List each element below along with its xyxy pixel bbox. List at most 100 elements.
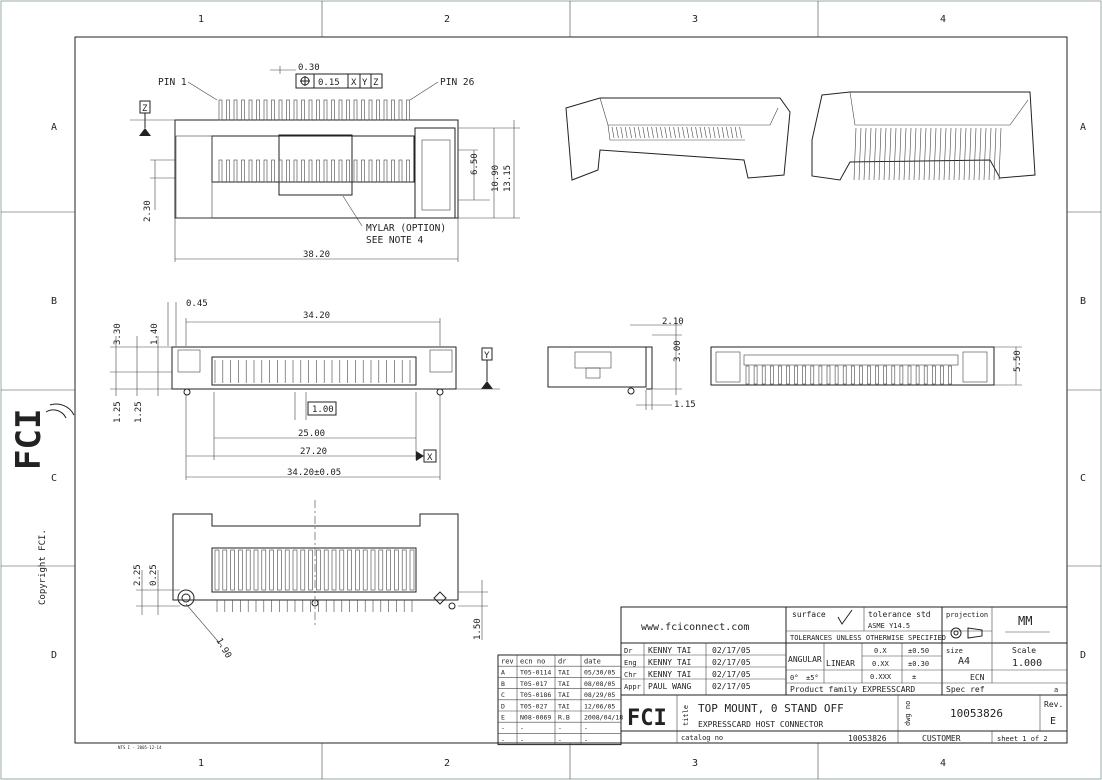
pin xyxy=(398,99,403,121)
units-label: MM xyxy=(1018,614,1032,628)
pin xyxy=(826,365,831,385)
dim-0-25: 0.25 xyxy=(149,564,159,586)
rev-cell: T05-0186 xyxy=(520,691,551,699)
rear-view: 5.50 xyxy=(710,346,1023,386)
zone-row-label: B xyxy=(51,296,57,307)
scale-value: 1.000 xyxy=(1012,658,1042,669)
drawing-subtitle: EXPRESSCARD HOST CONNECTOR xyxy=(698,720,823,729)
pin xyxy=(256,159,260,183)
rev-cell: - xyxy=(501,725,505,733)
pin xyxy=(850,365,855,385)
pin xyxy=(712,126,716,139)
pin xyxy=(863,127,867,181)
pin xyxy=(241,159,245,183)
pin xyxy=(218,99,223,121)
pin26-label: PIN 26 xyxy=(440,77,475,88)
svg-text:0°: 0° xyxy=(790,674,798,682)
rev-header: ecn no xyxy=(520,658,545,666)
pin xyxy=(248,159,253,183)
pin xyxy=(761,365,766,385)
pin xyxy=(802,365,807,385)
pin xyxy=(278,99,283,121)
dim-2-10: 2.10 xyxy=(662,317,684,327)
rev-cell: - xyxy=(584,725,588,733)
dim-1-15: 1.15 xyxy=(674,400,696,410)
pin xyxy=(699,126,703,139)
small-note: NTS I - 2005-12-14 xyxy=(118,745,162,750)
dim-2-30: 2.30 xyxy=(143,200,153,222)
pin xyxy=(933,127,937,181)
pin xyxy=(998,127,1002,181)
zone-col-label: 4 xyxy=(940,14,946,25)
product-family: Product family EXPRESSCARD xyxy=(790,685,915,694)
svg-text:±0.50: ±0.50 xyxy=(908,647,929,655)
copyright-note: Copyright FCI. xyxy=(38,529,48,605)
pin xyxy=(383,159,388,183)
mylar-note: MYLAR (OPTION) xyxy=(366,223,446,234)
pin xyxy=(233,99,238,121)
signer-date: 02/17/05 xyxy=(712,658,751,667)
dim-25-00: 25.00 xyxy=(298,429,325,439)
pin xyxy=(655,126,659,139)
signer-name: KENNY TAI xyxy=(648,670,692,679)
svg-text:±: ± xyxy=(912,673,916,681)
dim-1-90: 1.90 xyxy=(213,637,233,661)
zone-col-label: 2 xyxy=(444,758,450,769)
pin xyxy=(923,365,928,385)
rev-cell: - xyxy=(520,736,524,744)
pin xyxy=(368,159,373,183)
dim-1-50: 1.50 xyxy=(473,618,483,640)
pin xyxy=(708,126,712,139)
zone-col-label: 3 xyxy=(692,758,698,769)
pin xyxy=(214,549,220,591)
catalog-label: catalog no xyxy=(681,734,723,742)
pin xyxy=(256,99,260,121)
pin xyxy=(745,365,750,385)
pin xyxy=(271,159,275,183)
pin xyxy=(903,127,907,181)
side-view: 2.10 3.00 1.15 xyxy=(547,317,696,410)
pin xyxy=(301,159,305,183)
rev-cell: - xyxy=(584,736,588,744)
pin xyxy=(300,549,306,591)
feature-control-frame xyxy=(295,73,383,89)
dim-5-50: 5.50 xyxy=(1013,350,1023,372)
zone-col-label: 1 xyxy=(198,758,204,769)
pin xyxy=(316,159,320,183)
top-pin-row-bottom xyxy=(218,159,410,183)
pin xyxy=(391,99,395,121)
rev-cell: E xyxy=(501,714,505,722)
title-block: www.fciconnect.com surface tolerance std… xyxy=(497,606,1068,746)
pin xyxy=(938,127,942,181)
website-text: www.fciconnect.com xyxy=(641,622,749,633)
pin xyxy=(308,159,313,183)
datum-x-box xyxy=(423,449,437,463)
pin xyxy=(646,126,650,139)
pin xyxy=(383,99,388,121)
pin xyxy=(940,365,944,385)
svg-text:Z: Z xyxy=(373,78,379,88)
pin xyxy=(226,159,230,183)
pin xyxy=(245,549,251,591)
asme-label: ASME Y14.5 xyxy=(868,622,910,630)
signer-role: Eng xyxy=(624,659,637,667)
rev-header: date xyxy=(584,658,601,666)
rev-cell: 12/06/05 xyxy=(584,702,615,710)
pin xyxy=(915,365,920,385)
pin xyxy=(853,127,857,181)
pin xyxy=(730,126,734,139)
pin xyxy=(308,549,313,591)
pin xyxy=(353,99,358,121)
rev-cell: TAI xyxy=(558,691,570,699)
pin xyxy=(873,127,877,181)
dim-27-20: 27.20 xyxy=(300,447,327,457)
pin xyxy=(953,127,957,181)
pin xyxy=(263,159,268,183)
customer-label: CUSTOMER xyxy=(922,734,961,743)
pin xyxy=(794,365,798,385)
surface-label: surface xyxy=(792,610,826,619)
pin xyxy=(401,549,407,591)
zone-col-label: 4 xyxy=(940,758,946,769)
pin xyxy=(624,126,628,139)
